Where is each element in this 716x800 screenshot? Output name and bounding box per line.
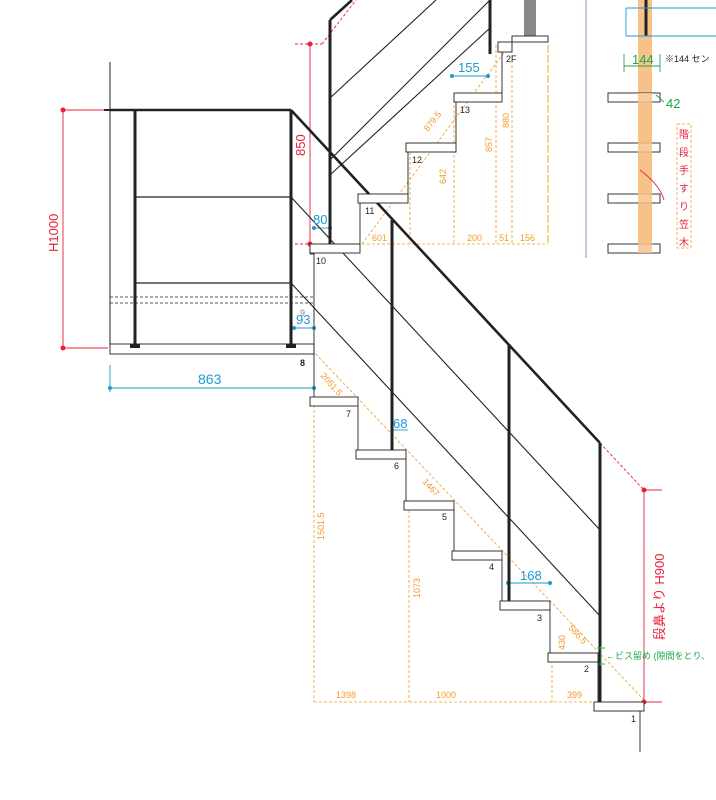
handrail-label-char: 笠 <box>679 218 689 231</box>
handrail-label-char: り <box>679 201 689 213</box>
upper-flight-railing <box>328 0 492 250</box>
dim-399: 399 <box>567 690 582 700</box>
upper-post-stub <box>524 0 536 36</box>
dim-42: 42 <box>666 96 680 111</box>
landing-structure <box>109 62 315 400</box>
dim-200: 200 <box>467 233 482 243</box>
step-number-labels: 1 2 3 4 5 6 7 8 9 10 11 12 13 2F <box>300 54 636 724</box>
step-label-3: 3 <box>537 613 542 623</box>
dim-144: 144 <box>632 52 654 67</box>
dim-68: 68 <box>393 416 407 431</box>
dim-1398: 1398 <box>336 690 356 700</box>
dim-863: 863 <box>198 371 222 387</box>
step-label-5: 5 <box>442 512 447 522</box>
landing-railing <box>104 108 293 348</box>
dim-642: 642 <box>438 169 448 184</box>
dim-1501-5: 1501.5 <box>316 512 326 540</box>
handrail-label-char: 木 <box>679 237 689 249</box>
dim-51: 51 <box>499 233 509 243</box>
dim-80: 80 <box>313 212 327 227</box>
step-label-2: 2 <box>584 664 589 674</box>
step-label-12: 12 <box>412 155 422 165</box>
dim-601: 601 <box>372 233 387 243</box>
step-label-8: 8 <box>300 358 305 368</box>
step-label-2f: 2F <box>506 54 517 64</box>
step-label-1: 1 <box>631 714 636 724</box>
lower-flight-railing <box>290 109 602 702</box>
step-label-4: 4 <box>489 562 494 572</box>
dim-2051-5: 2051.5 <box>319 371 345 398</box>
step-label-10: 10 <box>316 256 326 266</box>
floor-2f-edge <box>511 35 549 43</box>
dim-586-5: 586.5 <box>567 623 590 646</box>
dim-880: 880 <box>501 113 511 128</box>
step-label-7: 7 <box>346 409 351 419</box>
red-dimension-dots <box>60 41 647 705</box>
handrail-label-char: す <box>679 183 689 195</box>
step-label-9: 9 <box>300 308 305 318</box>
dim-156: 156 <box>520 233 535 243</box>
screw-marker <box>597 646 605 666</box>
step-label-13: 13 <box>460 105 470 115</box>
screw-annotation: ←ビス留め (隙間をとり、 <box>606 650 710 661</box>
lower-treads <box>309 396 645 752</box>
handrail-label: 階 段 手 す り 笠 木 <box>679 129 689 249</box>
note-144: ※144 セン <box>665 54 710 64</box>
dim-155: 155 <box>458 60 480 75</box>
dim-1467: 1467 <box>421 477 442 499</box>
upper-treads <box>309 41 513 254</box>
handrail-detail <box>607 0 716 254</box>
dim-850: 850 <box>293 134 308 156</box>
handrail-label-char: 段 <box>679 146 689 159</box>
handrail-label-char: 階 <box>679 129 689 141</box>
dim-430: 430 <box>557 635 567 650</box>
step-label-6: 6 <box>394 461 399 471</box>
dim-1000: 1000 <box>436 690 456 700</box>
dim-93: 93 <box>296 312 310 327</box>
dim-h900: 段鼻より H900 <box>652 554 667 640</box>
dim-879-5: 879.5 <box>422 109 444 133</box>
dim-1073: 1073 <box>412 578 422 598</box>
red-dimension-lines <box>62 0 662 703</box>
dim-168: 168 <box>520 568 542 583</box>
construction-lines <box>311 41 645 703</box>
dim-857: 857 <box>484 137 494 152</box>
handrail-label-char: 手 <box>679 164 689 177</box>
step-label-11: 11 <box>365 206 374 216</box>
dim-h1000: H1000 <box>46 214 61 252</box>
post-feet <box>130 344 296 348</box>
